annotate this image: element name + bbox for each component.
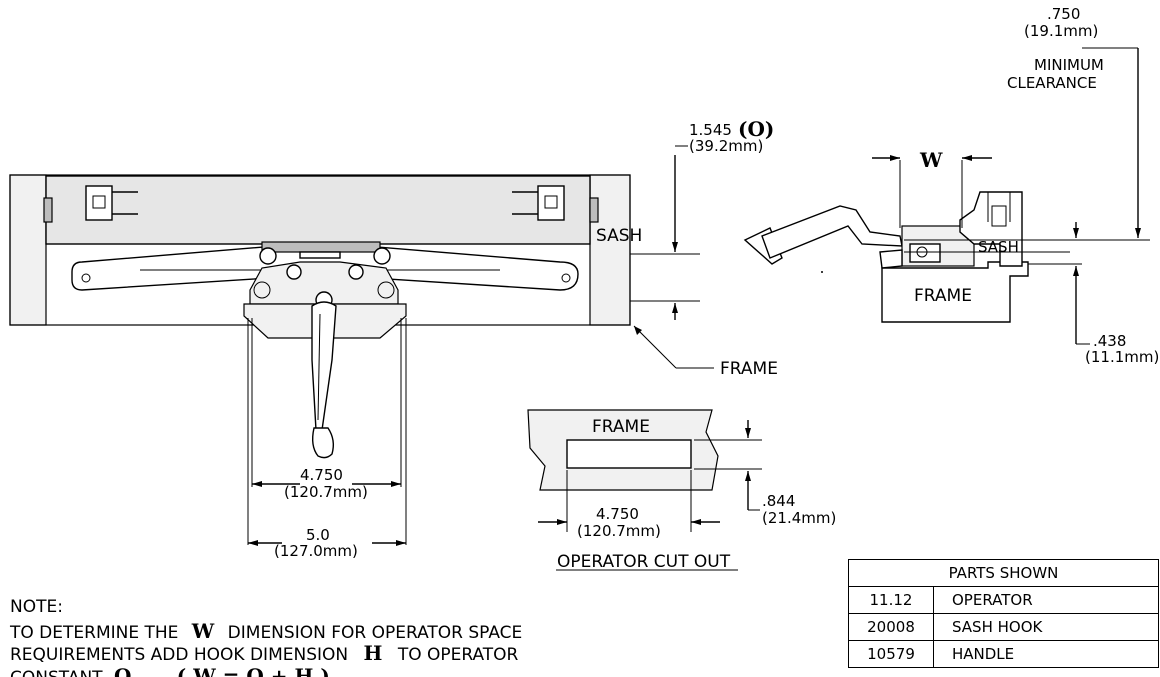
dim-cut-h-mm: (21.4mm) (762, 509, 836, 527)
dim-clearance-mm: (19.1mm) (1024, 22, 1098, 40)
side-view (743, 47, 1150, 345)
note-line-1-a: TO DETERMINE THE (9, 623, 178, 643)
note-block: NOTE: TO DETERMINE THE W DIMENSION FOR O… (9, 597, 522, 677)
operator-cutout-view (527, 409, 762, 571)
side-frame-block (881, 261, 1029, 323)
parts-table-header: PARTS SHOWN (848, 559, 1159, 587)
dim-cut-w-mm: (120.7mm) (577, 522, 661, 540)
part-name: HANDLE (933, 640, 1159, 668)
dim-o-symbol: (O) (738, 117, 774, 141)
front-view: SASH (9, 145, 714, 546)
dim-clearance-in: .750 (1047, 5, 1080, 23)
part-number: 11.12 (848, 586, 934, 614)
dim-h-mm: (11.1mm) (1085, 348, 1159, 366)
dim-h-in: .438 (1093, 332, 1126, 350)
parts-table: PARTS SHOWN 11.12 OPERATOR 20008 SASH HO… (848, 559, 1159, 668)
part-name: SASH HOOK (933, 613, 1159, 641)
w-symbol: W (919, 148, 943, 172)
dim-o-mm: (39.2mm) (689, 137, 763, 155)
note-line-3-a: CONSTANT (10, 668, 103, 677)
part-number: 10579 (848, 640, 934, 668)
sash-clip-left (43, 185, 138, 223)
note-line-2-b: TO OPERATOR (397, 645, 519, 665)
sash-clip-right (512, 185, 599, 223)
note-line-2-a: REQUIREMENTS ADD HOOK DIMENSION (10, 645, 348, 665)
note-line-3: CONSTANT O ( W = O + H ) (10, 664, 330, 677)
cutout-frame-label: FRAME (592, 417, 650, 437)
part-name: OPERATOR (933, 586, 1159, 614)
sash-label: SASH (596, 226, 642, 246)
part-number: 20008 (848, 613, 934, 641)
frame-label: FRAME (720, 359, 778, 379)
dim-cut-w-in: 4.750 (596, 505, 639, 523)
table-row: 20008 SASH HOOK (848, 613, 1159, 641)
note-line-3-sym: O (114, 664, 131, 677)
dim-clearance-line2: CLEARANCE (1007, 74, 1097, 92)
dim-outer-in: 5.0 (306, 526, 330, 544)
crank-handle (311, 301, 337, 459)
note-line-1-sym: W (191, 619, 215, 643)
dim-o-in: 1.545 (689, 121, 732, 139)
sash-panel (45, 175, 591, 245)
dim-inner-mm: (120.7mm) (284, 483, 368, 501)
note-line-1: TO DETERMINE THE W DIMENSION FOR OPERATO… (9, 619, 522, 643)
note-line-2: REQUIREMENTS ADD HOOK DIMENSION H TO OPE… (10, 641, 519, 665)
note-title: NOTE: (10, 597, 63, 617)
dim-inner-in: 4.750 (300, 466, 343, 484)
dim-clearance-line1: MINIMUM (1034, 56, 1104, 74)
table-row: 11.12 OPERATOR (848, 586, 1159, 614)
side-frame-label: FRAME (914, 286, 972, 306)
table-row: 10579 HANDLE (848, 640, 1159, 668)
gear-box (249, 261, 399, 309)
dim-outer-mm: (127.0mm) (274, 542, 358, 560)
dim-cut-h-in: .844 (762, 492, 795, 510)
cutout-title: OPERATOR CUT OUT (557, 552, 731, 572)
cutout-opening (566, 439, 692, 469)
note-line-1-b: DIMENSION FOR OPERATOR SPACE (228, 623, 523, 643)
side-sash-label: SASH (978, 238, 1019, 256)
note-line-2-sym: H (364, 641, 383, 665)
note-line-3-formula: ( W = O + H ) (177, 664, 330, 677)
